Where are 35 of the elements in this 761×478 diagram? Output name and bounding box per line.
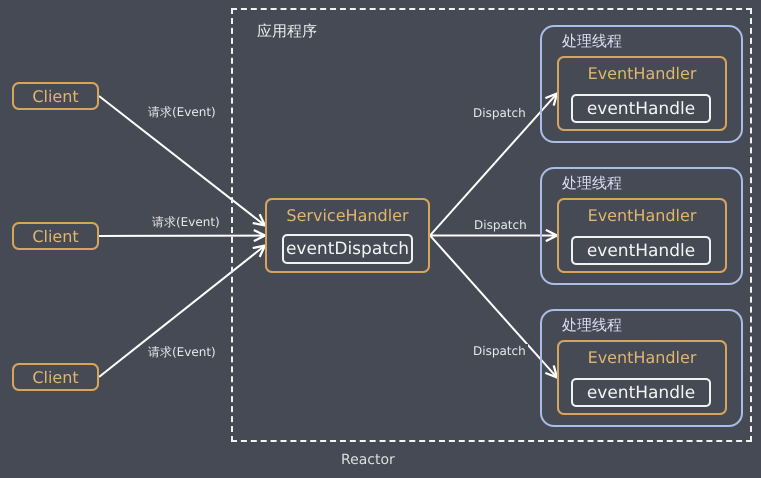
thread-container <box>540 25 743 143</box>
edge-label: 请求(Event) <box>146 344 218 361</box>
thread-container <box>540 309 743 427</box>
event-handler-box <box>557 56 727 131</box>
method-box: eventHandle <box>571 236 711 265</box>
method-box: eventHandle <box>571 378 711 407</box>
method-box: eventHandle <box>571 94 711 123</box>
event-handler-box <box>557 198 727 273</box>
edge-label: 请求(Event) <box>146 104 218 121</box>
arrow <box>98 244 266 378</box>
node-label: Reactor <box>341 452 395 468</box>
thread-container <box>540 167 743 285</box>
client-box: Client <box>12 222 99 250</box>
arrow <box>429 92 558 236</box>
box-title: EventHandler <box>586 206 698 225</box>
box-title: ServiceHandler <box>285 206 410 225</box>
arrow <box>430 228 558 242</box>
method-box: eventDispatch <box>282 234 413 264</box>
box-title: EventHandler <box>586 64 698 83</box>
container-title: 应用程序 <box>257 22 317 41</box>
client-box: Client <box>12 82 99 110</box>
box-title: EventHandler <box>586 348 698 367</box>
box-title: 处理线程 <box>562 32 622 51</box>
arrow <box>98 95 266 227</box>
edge-label: Dispatch <box>471 344 528 358</box>
arrow <box>429 234 558 379</box>
edge-label: Dispatch <box>471 106 528 120</box>
arrow <box>99 228 266 242</box>
box-title: 处理线程 <box>562 174 622 193</box>
client-box: Client <box>12 363 99 391</box>
edge-label: Dispatch <box>472 218 529 232</box>
service-handler-box <box>265 198 430 273</box>
event-handler-box <box>557 340 727 415</box>
box-title: 处理线程 <box>562 316 622 335</box>
edge-label: 请求(Event) <box>150 214 222 231</box>
